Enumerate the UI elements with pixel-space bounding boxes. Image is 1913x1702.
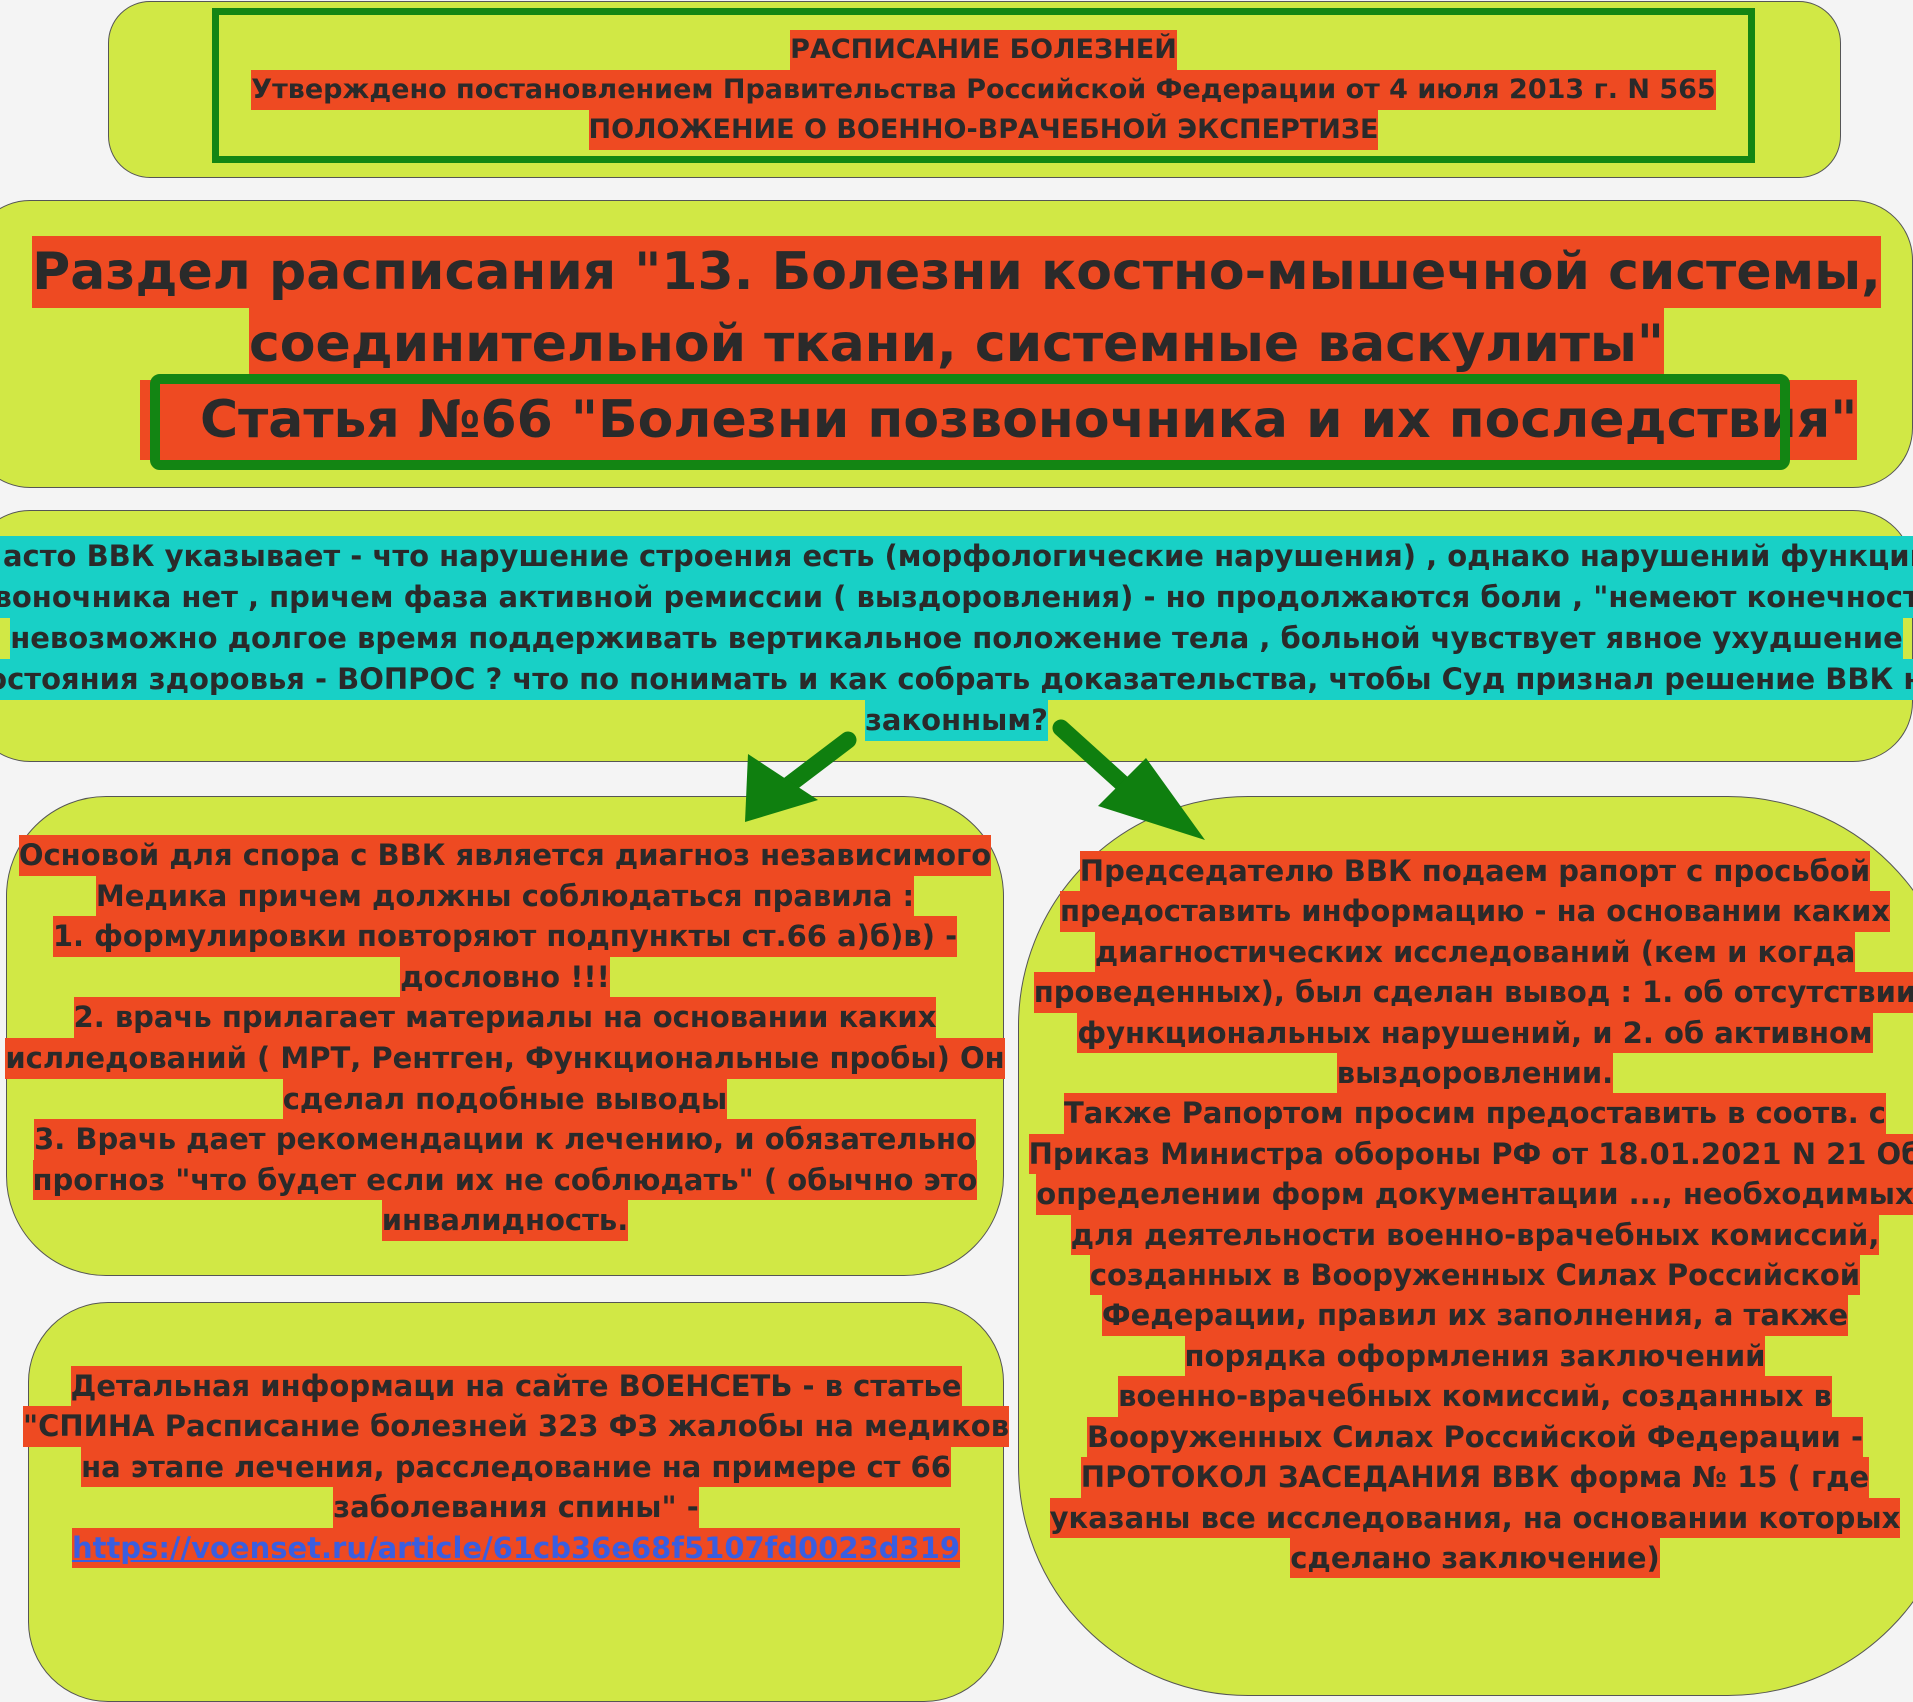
right-line: созданных в Вооруженных Силах Российской [1089, 1255, 1861, 1296]
left-line: Основой для спора с ВВК является диагноз… [18, 835, 992, 876]
independent-diagnosis-text: Основой для спора с ВВК является диагноз… [5, 835, 1005, 1241]
left-line: 1. формулировки повторяют подпункты ст.6… [52, 916, 958, 957]
left-line: прогноз "что будет если их не соблюдать"… [32, 1159, 978, 1201]
header-frame [212, 8, 1755, 163]
right-line: определении форм документации ..., необх… [1036, 1174, 1913, 1215]
link-box-line: на этапе лечения, расследование на приме… [81, 1446, 951, 1488]
report-request-text: Председателю ВВК подаем рапорт с просьбо… [1020, 851, 1913, 1579]
question-line: состояния здоровья - ВОПРОС ? что по пон… [0, 659, 1913, 700]
right-line: Федерации, правил их заполнения, а также [1101, 1295, 1849, 1336]
left-line: инвалидность. [381, 1200, 629, 1241]
article-link[interactable]: https://voenset.ru/article/61cb36e68f510… [71, 1527, 961, 1569]
link-box-line: Детальная информаци на сайте ВОЕНСЕТЬ - … [70, 1366, 962, 1407]
right-line: для деятельности военно-врачебных комисс… [1070, 1214, 1880, 1256]
left-line: 2. врачь прилагает материалы на основани… [73, 997, 937, 1038]
right-line: предоставить информацию - на основании к… [1059, 891, 1891, 932]
header-line: ПОЛОЖЕНИЕ О ВОЕННО-ВРАЧЕБНОЙ ЭКСПЕРТИЗЕ [588, 110, 1379, 150]
question-line: законным? [865, 700, 1048, 741]
right-line: сделано заключение) [1290, 1537, 1660, 1579]
question-text: часто ВВК указывает - что нарушение стро… [0, 536, 1913, 741]
section-title-line: Раздел расписания "13. Болезни костно-мы… [32, 236, 1881, 308]
right-line: военно-врачебных комиссий, созданных в [1118, 1376, 1832, 1417]
article-title: Статья №66 "Болезни позвоночника и их по… [140, 380, 1858, 460]
left-line: Медика причем должны соблюдаться правила… [95, 875, 915, 917]
article-title-row: Статья №66 "Болезни позвоночника и их по… [140, 380, 1858, 460]
left-line: иcлледований ( МРТ, Рентген, Функциональ… [5, 1037, 1005, 1079]
right-line: проведенных), был сделан вывод : 1. об о… [1033, 972, 1913, 1013]
section-title: Раздел расписания "13. Болезни костно-мы… [0, 236, 1913, 380]
article-frame [150, 374, 1790, 470]
left-line: дословно !!! [400, 956, 610, 998]
question-line: невозможно долгое время поддерживать вер… [10, 618, 1903, 659]
right-line: Вооруженных Силах Российской Федерации - [1087, 1416, 1863, 1458]
question-line: часто ВВК указывает - что нарушение стро… [0, 536, 1913, 577]
link-box-line: "СПИНА Расписание болезней 323 ФЗ жалобы… [22, 1406, 1010, 1447]
more-info-text: Детальная информаци на сайте ВОЕНСЕТЬ - … [22, 1366, 1010, 1569]
question-line: позвоночника нет , причем фаза активной … [0, 577, 1913, 618]
header-text: РАСПИСАНИЕ БОЛЕЗНЕЙ Утверждено постановл… [212, 30, 1755, 150]
left-line: 3. Врачь дает рекомендации к лечению, и … [34, 1119, 976, 1160]
right-line: выздоровлении. [1336, 1053, 1614, 1094]
right-line: Также Рапортом просим предоставить в соо… [1064, 1093, 1886, 1134]
right-line: порядка оформления заключений [1184, 1335, 1766, 1377]
section-title-line: соединительной ткани, системные васкулит… [248, 308, 1665, 380]
right-line: диагностических исследований (кем и когд… [1094, 931, 1856, 973]
left-line: сделал подобные выводы [282, 1078, 728, 1120]
right-line: ПРОТОКОЛ ЗАСЕДАНИЯ ВВК форма № 15 ( где [1080, 1457, 1870, 1498]
right-line: функциональных нарушений, и 2. об активн… [1077, 1012, 1873, 1054]
right-line: Председателю ВВК подаем рапорт с просьбо… [1079, 851, 1871, 892]
link-box-line: заболевания спины" - [333, 1487, 699, 1528]
header-line: Утверждено постановлением Правительства … [251, 70, 1716, 110]
right-line: указаны все исследования, на основании к… [1049, 1497, 1901, 1538]
right-line: Приказ Министра обороны РФ от 18.01.2021… [1028, 1133, 1913, 1175]
header-line: РАСПИСАНИЕ БОЛЕЗНЕЙ [790, 30, 1177, 70]
